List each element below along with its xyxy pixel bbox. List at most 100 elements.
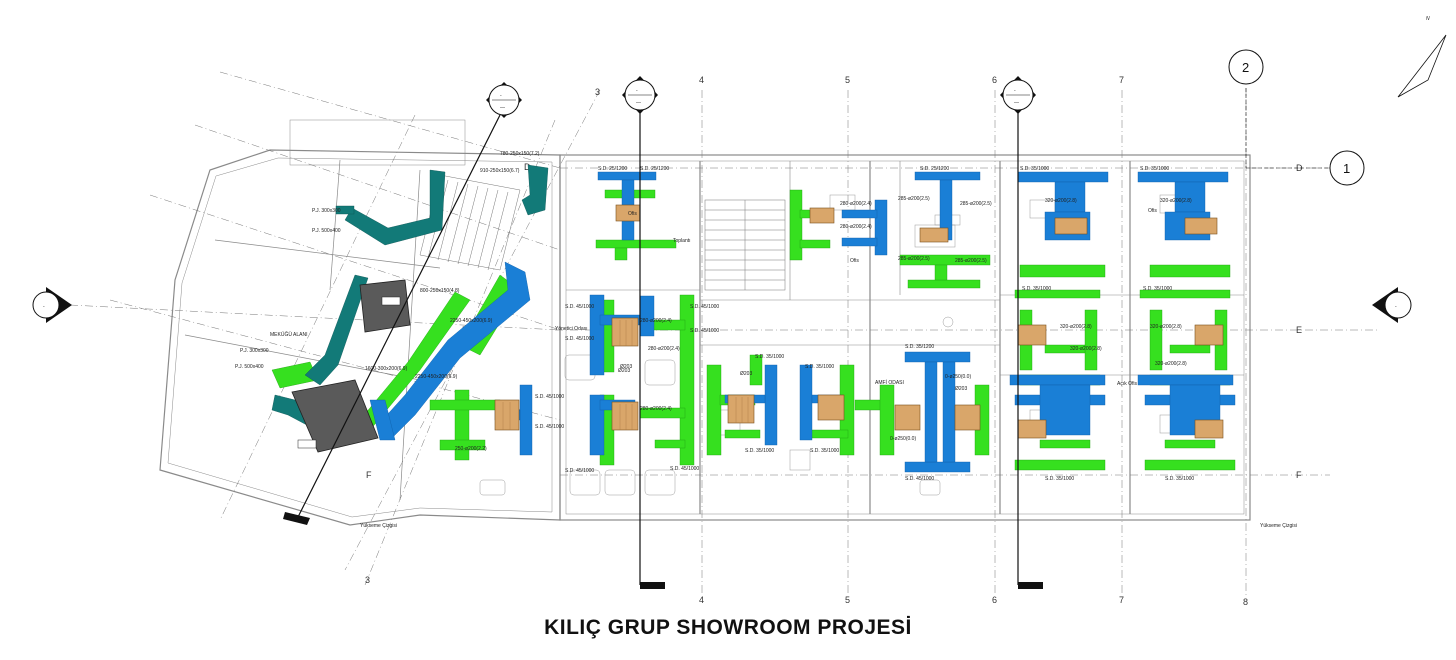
svg-text:320-ø200(2.8): 320-ø200(2.8) — [1045, 198, 1077, 204]
north-arrow-icon: N — [1397, 16, 1447, 98]
svg-text:S.D. 35/1000: S.D. 35/1000 — [745, 448, 774, 454]
fcu-far-right-top — [1184, 217, 1218, 235]
section-marker-right: - — [1372, 287, 1412, 323]
fcu-right-bottom — [1017, 419, 1047, 439]
svg-text:S.D. 45/1000: S.D. 45/1000 — [565, 304, 594, 310]
supply-ducts — [369, 171, 1236, 473]
svg-text:285-ø200(2.5): 285-ø200(2.5) — [960, 201, 992, 207]
svg-text:1: 1 — [1343, 161, 1350, 176]
svg-text:S.D. 45/1000: S.D. 45/1000 — [565, 468, 594, 474]
svg-text:Ø203: Ø203 — [740, 371, 752, 377]
fcu-285-top — [919, 227, 949, 243]
svg-text:S.D. 35/1000: S.D. 35/1000 — [1022, 286, 1051, 292]
fcu-285-right — [954, 404, 981, 431]
fcu-285-left — [894, 404, 921, 431]
svg-text:—: — — [636, 100, 641, 106]
svg-text:0-ø250(0.0): 0-ø250(0.0) — [945, 374, 971, 380]
svg-text:P.J. 500x400: P.J. 500x400 — [312, 228, 341, 234]
svg-text:285-ø200(2.5): 285-ø200(2.5) — [955, 258, 987, 264]
svg-text:2250-450x200(6.9): 2250-450x200(6.9) — [415, 374, 458, 380]
fcu-center-1 — [727, 394, 755, 424]
svg-text:-: - — [43, 304, 45, 310]
svg-text:280-ø200(2.4): 280-ø200(2.4) — [840, 224, 872, 230]
svg-text:S.D. 35/1200: S.D. 35/1200 — [905, 344, 934, 350]
grid-label-5-top: 5 — [845, 75, 850, 85]
fcu-stripes — [502, 320, 749, 430]
svg-text:780-250x150(7.2): 780-250x150(7.2) — [500, 151, 540, 157]
svg-text:MEKÜĞÜ ALANI: MEKÜĞÜ ALANI — [270, 331, 308, 338]
fcu-far-right-mid — [1194, 324, 1224, 346]
svg-text:250-ø200(2.2): 250-ø200(2.2) — [455, 446, 487, 452]
fcu-left-mid — [611, 317, 639, 347]
svg-text:Ofis: Ofis — [850, 258, 859, 264]
grid-label-D-right: D — [1296, 163, 1303, 173]
svg-text:280-ø200(2.4): 280-ø200(2.4) — [640, 406, 672, 412]
svg-text:S.D. 45/1000: S.D. 45/1000 — [535, 394, 564, 400]
section-marker-2: - — — [1000, 76, 1036, 114]
svg-text:Yükseme Çizgisi: Yükseme Çizgisi — [360, 523, 397, 529]
grid-label-7-bottom: 7 — [1119, 595, 1124, 605]
svg-text:320-ø200(2.8): 320-ø200(2.8) — [1155, 361, 1187, 367]
svg-text:320-ø200(2.8): 320-ø200(2.8) — [1070, 346, 1102, 352]
grid-label-4-top: 4 — [699, 75, 704, 85]
section-cut-ends — [283, 512, 1043, 589]
grid-labels: 4 5 6 7 4 5 6 7 8 3 3 D E F E F D — [365, 75, 1303, 607]
grid-label-7-top: 7 — [1119, 75, 1124, 85]
svg-text:280-ø200(2.4): 280-ø200(2.4) — [648, 346, 680, 352]
svg-text:S.D. 35/1000: S.D. 35/1000 — [1045, 476, 1074, 482]
svg-text:-: - — [636, 88, 638, 94]
svg-text:1600-300x200(6.9): 1600-300x200(6.9) — [365, 366, 408, 372]
hrv-unit-lower — [291, 379, 379, 453]
grid-label-3-top: 3 — [595, 87, 600, 97]
grid-label-4-bottom: 4 — [699, 595, 704, 605]
svg-text:280-ø200(2.4): 280-ø200(2.4) — [640, 318, 672, 324]
svg-text:800-250x150(4.8): 800-250x150(4.8) — [420, 288, 460, 294]
section-marker-left: - — [32, 287, 72, 323]
section-marker-3: - — — [486, 82, 522, 118]
svg-text:Açık Ofis: Açık Ofis — [1117, 381, 1138, 387]
svg-text:S.D. 25/1200: S.D. 25/1200 — [920, 166, 949, 172]
svg-text:Yönetici Odası: Yönetici Odası — [555, 326, 588, 332]
svg-text:Ofis: Ofis — [1148, 208, 1157, 214]
svg-text:S.D. 25/1200: S.D. 25/1200 — [640, 166, 669, 172]
grid-lines — [69, 71, 1380, 595]
svg-text:S.D. 35/1000: S.D. 35/1000 — [805, 364, 834, 370]
fan-coil-units — [494, 204, 1224, 439]
svg-text:Ofis: Ofis — [628, 211, 637, 217]
svg-text:P.J. 300x300: P.J. 300x300 — [312, 208, 341, 214]
building-walls — [159, 119, 1251, 526]
svg-text:Ø203: Ø203 — [620, 364, 632, 370]
svg-text:S.D. 45/1000: S.D. 45/1000 — [565, 336, 594, 342]
fcu-wing — [494, 399, 520, 431]
svg-text:-: - — [1014, 88, 1016, 94]
svg-text:Yükseme Çizgisi: Yükseme Çizgisi — [1260, 523, 1297, 529]
grid-label-F-right: F — [1296, 470, 1302, 480]
svg-text:P.J. 300x300: P.J. 300x300 — [240, 348, 269, 354]
svg-text:AMFİ ODASI: AMFİ ODASI — [875, 379, 904, 386]
grid-label-6-top: 6 — [992, 75, 997, 85]
svg-text:Ø203: Ø203 — [955, 386, 967, 392]
svg-text:285-ø200(2.5): 285-ø200(2.5) — [898, 196, 930, 202]
grid-label-F-left: F — [366, 470, 372, 480]
svg-text:—: — — [1014, 100, 1019, 106]
grid-bubble-2: 2 — [1228, 49, 1264, 85]
svg-text:N: N — [1426, 16, 1430, 22]
fcu-center-top — [809, 207, 835, 224]
fcu-left-bottom — [611, 401, 639, 431]
svg-text:2250-450x200(6.9): 2250-450x200(6.9) — [450, 318, 493, 324]
svg-text:S.D. 35/1000: S.D. 35/1000 — [1143, 286, 1172, 292]
svg-text:P.J. 500x400: P.J. 500x400 — [235, 364, 264, 370]
svg-text:-: - — [1395, 304, 1397, 310]
fcu-center-2 — [817, 394, 845, 421]
svg-text:S.D. 35/1000: S.D. 35/1000 — [810, 448, 839, 454]
hrv-unit-upper — [359, 279, 411, 333]
svg-text:320-ø200(2.8): 320-ø200(2.8) — [1060, 324, 1092, 330]
equipment-tags — [297, 296, 401, 449]
fcu-right-mid-1 — [1017, 324, 1047, 346]
annotations: S.D. 25/1200 S.D. 25/1200 S.D. 25/1200 S… — [235, 151, 1297, 529]
svg-text:S.D. 35/1000: S.D. 35/1000 — [1020, 166, 1049, 172]
svg-text:S.D. 45/1000: S.D. 45/1000 — [905, 476, 934, 482]
section-cut-lines — [297, 88, 1330, 585]
stair — [704, 199, 786, 291]
